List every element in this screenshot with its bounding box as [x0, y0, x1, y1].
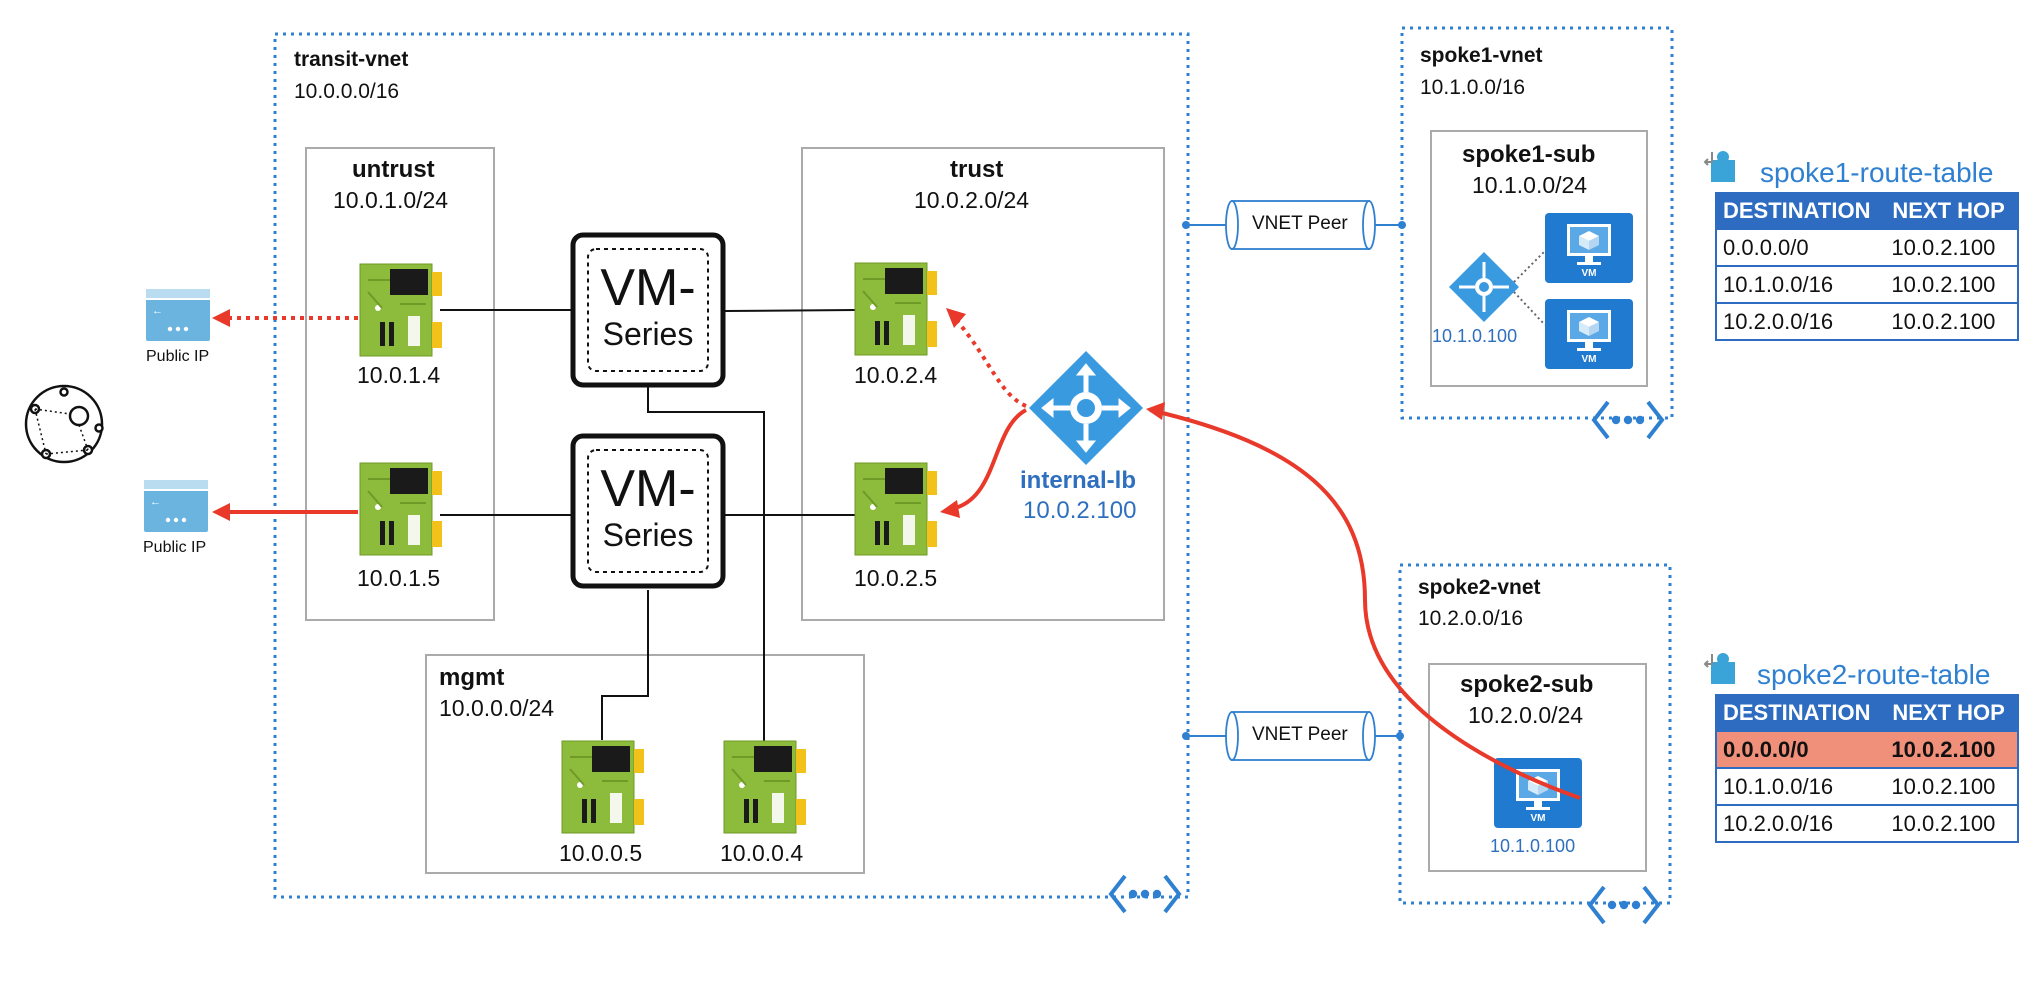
destination-cell: 10.2.0.0/16	[1714, 302, 1886, 341]
nic-ip-label: 10.0.1.5	[357, 565, 441, 591]
mgmt-subnet-name: mgmt	[439, 664, 505, 691]
firewall-label-1: VM- Series	[573, 262, 723, 350]
transit-vnet-cidr: 10.0.0.0/16	[294, 80, 400, 103]
public-ip-label: Public IP	[146, 348, 210, 365]
spoke2-route-table: DESTINATION NEXT HOP 0.0.0.0/0 10.0.2.10…	[1714, 694, 2019, 843]
table-row: 10.2.0.0/16 10.0.2.100	[1714, 302, 2019, 341]
vnet-peer-link-1	[1182, 200, 1406, 250]
trust-subnet-name: trust	[950, 156, 1004, 183]
nic-ip-label: 10.0.1.4	[357, 362, 441, 388]
next-hop-cell: 10.0.2.100	[1885, 804, 2019, 843]
firewall-links	[440, 309, 857, 760]
route-table-title: spoke2-route-table	[1757, 659, 1991, 690]
spoke1-vnet-boundary	[1400, 26, 1674, 420]
column-header-next-hop: NEXT HOP	[1884, 694, 2019, 732]
spoke1-subnet-box	[1430, 130, 1648, 387]
untrust-subnet-cidr: 10.0.1.0/24	[333, 187, 449, 213]
vnet-icon	[1592, 400, 1664, 440]
next-hop-cell: 10.0.2.100	[1885, 228, 2019, 267]
spoke2-subnet-box	[1428, 663, 1647, 872]
public-ip-icon	[146, 289, 210, 341]
nic-ip-label: 10.0.0.4	[720, 840, 804, 866]
spoke1-vnet-name: spoke1-vnet	[1420, 44, 1543, 67]
column-header-next-hop: NEXT HOP	[1884, 192, 2019, 230]
column-header-destination: DESTINATION	[1714, 694, 1887, 732]
firewall-label-2: VM- Series	[573, 463, 723, 551]
spoke1-route-table: DESTINATION NEXT HOP 0.0.0.0/0 10.0.2.10…	[1714, 192, 2019, 341]
table-row-highlighted: 0.0.0.0/0 10.0.2.100	[1714, 730, 2019, 769]
nic-icon	[561, 740, 645, 834]
spoke2-subnet-cidr: 10.2.0.0/24	[1468, 702, 1584, 728]
nic-ip-label: 10.0.2.4	[854, 362, 938, 388]
nic-icon	[359, 263, 443, 357]
internal-lb-name: internal-lb	[1020, 467, 1137, 494]
untrust-subnet-box	[305, 147, 495, 621]
nic-icon	[854, 262, 938, 356]
spoke2-vnet-cidr: 10.2.0.0/16	[1418, 607, 1524, 630]
vnet-peer-label: VNET Peer	[1252, 724, 1348, 745]
firewall-label-line2: Series	[602, 517, 694, 553]
spoke1-subnet-cidr: 10.1.0.0/24	[1472, 172, 1588, 198]
mgmt-subnet-cidr: 10.0.0.0/24	[439, 695, 555, 721]
traffic-flows	[212, 308, 1581, 800]
table-row: 10.1.0.0/16 10.0.2.100	[1714, 265, 2019, 304]
firewall-label-line1: VM-	[600, 259, 696, 317]
vm-icon-label: VM	[1530, 813, 1546, 824]
spoke2-vnet-name: spoke2-vnet	[1418, 576, 1541, 599]
destination-cell: 0.0.0.0/0	[1714, 730, 1886, 769]
public-ip-label: Public IP	[143, 539, 207, 556]
route-table-icon	[1704, 150, 1736, 183]
route-table-title: spoke1-route-table	[1760, 157, 1994, 188]
vnet-peer-label: VNET Peer	[1252, 213, 1348, 234]
route-table-icon	[1704, 652, 1736, 685]
spoke1-lb-ip: 10.1.0.100	[1432, 326, 1518, 346]
next-hop-cell: 10.0.2.100	[1885, 265, 2019, 304]
table-row: 0.0.0.0/0 10.0.2.100	[1714, 228, 2019, 267]
destination-cell: 10.1.0.0/16	[1714, 767, 1886, 806]
spoke2-subnet-name: spoke2-sub	[1460, 671, 1594, 698]
nic-ip-label: 10.0.0.5	[559, 840, 643, 866]
next-hop-cell: 10.0.2.100	[1885, 767, 2019, 806]
destination-cell: 0.0.0.0/0	[1714, 228, 1886, 267]
vnet-icon	[1109, 874, 1181, 914]
vnet-peer-link-2	[1182, 711, 1404, 761]
nic-ip-label: 10.0.2.5	[854, 565, 938, 591]
next-hop-cell: 10.0.2.100	[1885, 730, 2019, 769]
vm-icon-label: VM	[1581, 268, 1597, 279]
nic-icon	[359, 462, 443, 556]
vm-series-firewall-1	[570, 232, 726, 388]
column-header-destination: DESTINATION	[1714, 192, 1887, 230]
table-row: 10.2.0.0/16 10.0.2.100	[1714, 804, 2019, 843]
transit-vnet-boundary	[273, 32, 1190, 899]
destination-cell: 10.1.0.0/16	[1714, 265, 1886, 304]
public-ip-icon	[144, 480, 208, 532]
untrust-subnet-name: untrust	[352, 156, 435, 183]
spoke1-lb-links	[1513, 250, 1546, 326]
trust-subnet-cidr: 10.0.2.0/24	[914, 187, 1030, 213]
nic-icon	[854, 462, 938, 556]
firewall-label-line1: VM-	[600, 460, 696, 518]
transit-vnet-name: transit-vnet	[294, 48, 409, 71]
trust-subnet-box	[801, 147, 1165, 621]
firewall-label-line2: Series	[602, 316, 694, 352]
internal-lb-ip: 10.0.2.100	[1023, 497, 1137, 524]
destination-cell: 10.2.0.0/16	[1714, 804, 1886, 843]
vm-series-firewall-2	[570, 433, 726, 589]
mgmt-subnet-box	[425, 654, 865, 874]
next-hop-cell: 10.0.2.100	[1885, 302, 2019, 341]
nic-icon	[723, 740, 807, 834]
vm-icon-label: VM	[1581, 354, 1597, 365]
spoke1-vnet-cidr: 10.1.0.0/16	[1420, 76, 1526, 99]
spoke1-subnet-name: spoke1-sub	[1462, 141, 1596, 168]
spoke2-vm-ip: 10.1.0.100	[1490, 836, 1576, 856]
table-row: 10.1.0.0/16 10.0.2.100	[1714, 767, 2019, 806]
load-balancer-icon	[1029, 351, 1143, 465]
vnet-icon	[1588, 885, 1660, 925]
internet-globe-icon	[24, 384, 104, 464]
spoke1-load-balancer-icon	[1449, 252, 1519, 322]
